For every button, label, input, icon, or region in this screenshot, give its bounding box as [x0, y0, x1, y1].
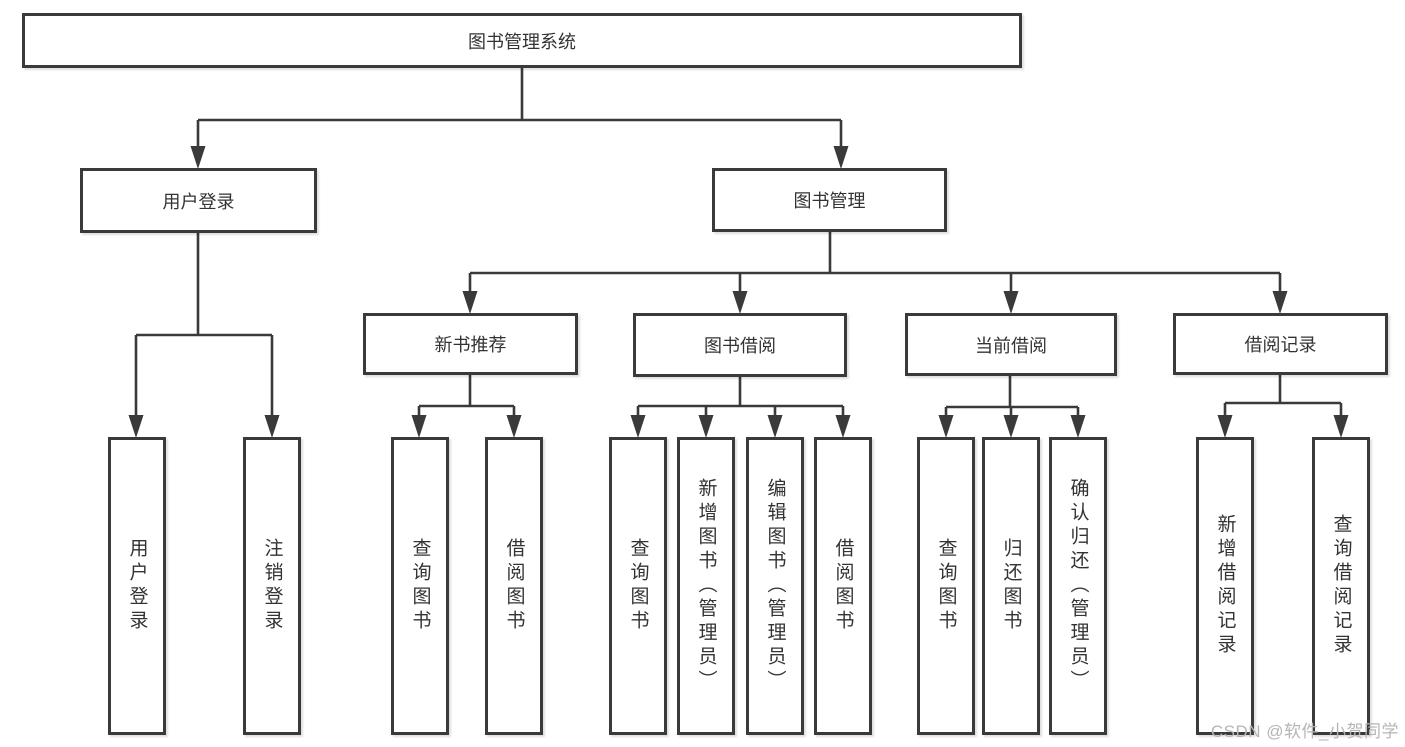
- node-borrowing-records: 借阅记录: [1173, 313, 1388, 375]
- leaf-add-books-admin: 新增图书（管理员）: [677, 437, 735, 735]
- node-new-book-recommendation: 新书推荐: [363, 313, 578, 375]
- leaf-borrow-books: 借阅图书: [814, 437, 872, 735]
- leaf-query-borrow-record: 查询借阅记录: [1312, 437, 1370, 735]
- leaf-label: 查询图书: [409, 538, 431, 634]
- leaf-query-books-recommend: 查询图书: [391, 437, 449, 735]
- leaf-borrow-books-recommend: 借阅图书: [485, 437, 543, 735]
- leaf-label: 归还图书: [1000, 538, 1022, 634]
- leaf-logout: 注销登录: [243, 437, 301, 735]
- leaf-label: 新增图书（管理员）: [695, 478, 717, 694]
- arrowheads: [128, 146, 1349, 438]
- leaf-label: 借阅图书: [503, 538, 525, 634]
- node-label: 图书管理: [793, 191, 866, 211]
- node-label: 当前借阅: [975, 335, 1047, 356]
- leaf-query-books-borrow: 查询图书: [609, 437, 667, 735]
- node-book-management: 图书管理: [712, 168, 947, 232]
- node-label: 用户登录: [162, 191, 235, 212]
- leaf-user-login: 用户登录: [108, 437, 166, 735]
- leaf-label: 注销登录: [261, 538, 283, 634]
- leaf-label: 新增借阅记录: [1214, 514, 1236, 658]
- node-library-management-system: 图书管理系统: [22, 13, 1022, 68]
- leaf-label: 编辑图书（管理员）: [764, 478, 786, 694]
- leaf-confirm-return-admin: 确认归还（管理员）: [1049, 437, 1107, 735]
- leaf-label: 确认归还（管理员）: [1067, 478, 1089, 694]
- leaf-add-borrow-record: 新增借阅记录: [1196, 437, 1254, 735]
- node-current-borrowing: 当前借阅: [905, 313, 1117, 376]
- node-label: 图书管理系统: [468, 31, 576, 52]
- leaf-label: 借阅图书: [832, 538, 854, 634]
- connector-paths: [134, 68, 1343, 419]
- leaf-label: 查询图书: [627, 538, 649, 634]
- node-book-borrowing: 图书借阅: [633, 313, 847, 377]
- leaf-query-books-current: 查询图书: [917, 437, 975, 735]
- leaf-return-books: 归还图书: [982, 437, 1040, 735]
- leaf-label: 查询图书: [935, 538, 957, 634]
- node-user-login: 用户登录: [80, 168, 317, 233]
- node-label: 新书推荐: [434, 335, 507, 355]
- node-label: 借阅记录: [1244, 335, 1317, 355]
- leaf-label: 查询借阅记录: [1330, 514, 1352, 658]
- leaf-edit-books-admin: 编辑图书（管理员）: [746, 437, 804, 735]
- node-label: 图书借阅: [704, 336, 776, 356]
- leaf-label: 用户登录: [126, 538, 148, 634]
- csdn-watermark: CSDN @软件_小贺同学: [1210, 722, 1399, 741]
